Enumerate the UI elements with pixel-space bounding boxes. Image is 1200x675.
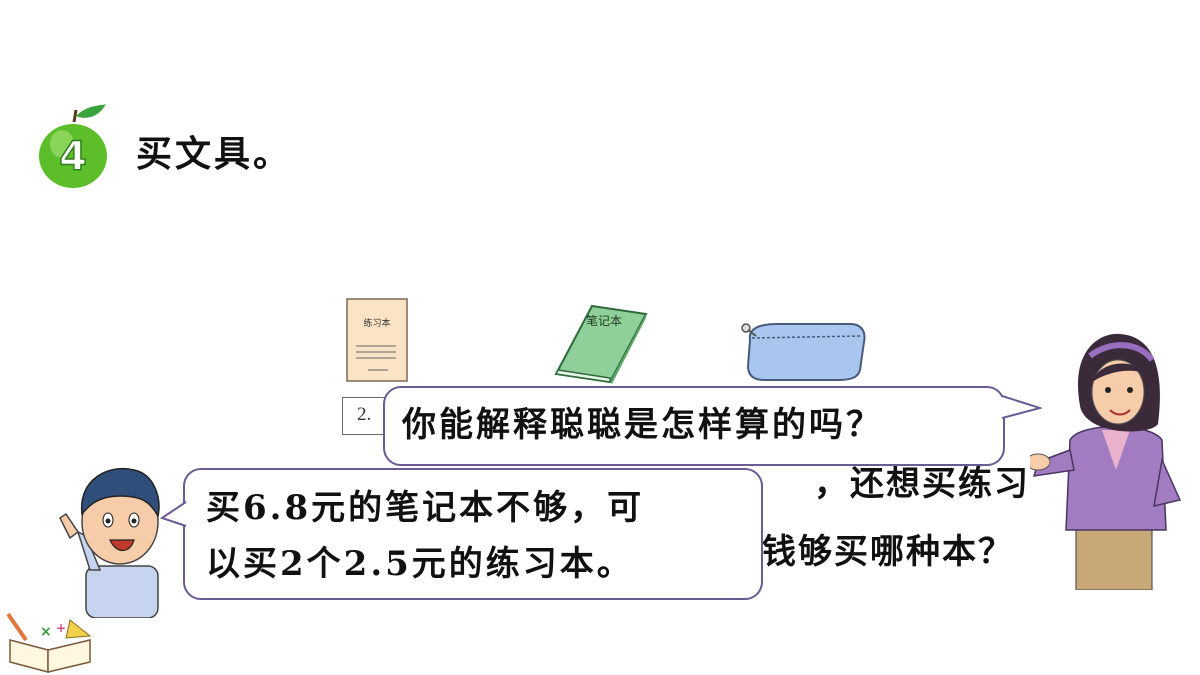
teacher-question: 你能解释聪聪是怎样算的吗？ [402,405,883,445]
problem-text-line-1: ，还想买练习 [200,464,1030,504]
boy-speech-bubble [183,468,763,600]
teacher-character [1030,333,1182,590]
boy-answer: 买6.8元的笔记本不够，可 以买2个2.5元的练习本。 [206,480,746,592]
pencil-case-image [741,323,866,381]
notebook-image: 笔记本 [554,304,648,384]
teacher-bubble-tail [1002,395,1042,419]
teacher-speech-bubble [383,386,1005,466]
problem-line-1-tail: ，还想买练习 [814,464,1030,504]
svg-text:+: + [56,621,66,635]
notebook-label: 笔记本 [586,313,622,328]
boy-character [59,468,160,618]
boy-bubble-tail [160,501,188,527]
boy-answer-line-1: 买6.8元的笔记本不够，可 [206,488,645,528]
corner-book-decoration: × + [6,612,92,673]
problem-title: 买文具。 [136,133,293,175]
price-tag-text: 2. [357,404,372,425]
problem-number: 4 [59,134,87,180]
problem-line-2-tail: 钱够买哪种本？ [762,532,1014,572]
leaf-icon [76,104,106,118]
apple-number-badge: 4 [39,104,107,188]
exercise-book-label: 练习本 [363,317,390,329]
boy-answer-line-2: 以买2个2.5元的练习本。 [206,544,634,584]
exercise-book-image: 练习本 [346,298,408,382]
svg-text:×: × [40,624,52,640]
problem-text-line-2: 钱够买哪种本？ [200,532,1014,572]
